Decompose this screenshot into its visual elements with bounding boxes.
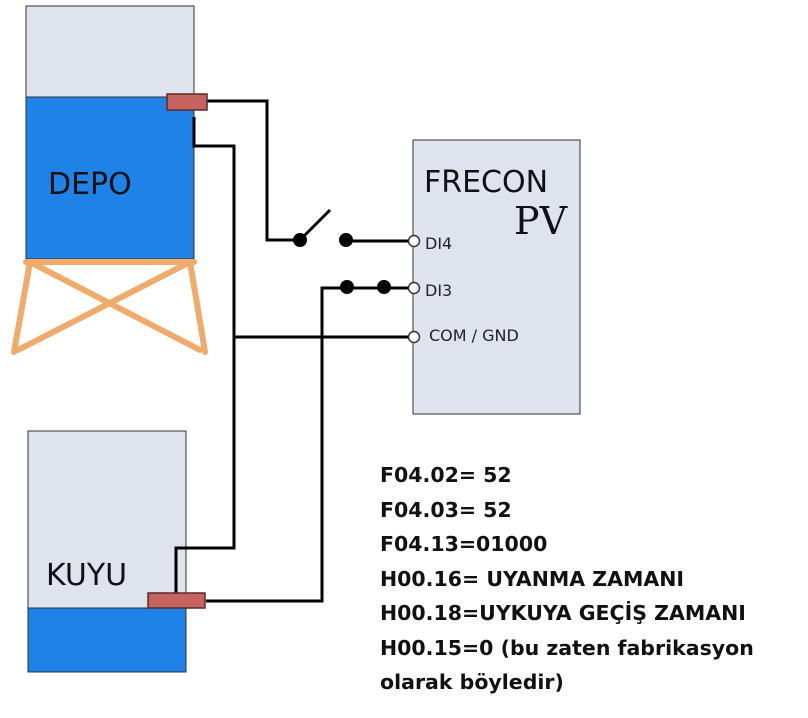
- param-line: F04.13=01000: [380, 532, 548, 556]
- drive-body: [412, 139, 581, 415]
- terminal-circles: [407, 234, 421, 344]
- kuyu-tank: KUYU: [27, 430, 187, 673]
- terminal-di3-circle: [407, 281, 421, 295]
- contacts: [293, 233, 391, 294]
- param-line: H00.18=UYKUYA GEÇİŞ ZAMANI: [380, 601, 746, 625]
- kuyu-tank-empty-section: [27, 430, 187, 609]
- terminal-di3-label: DI3: [425, 281, 452, 300]
- terminal-di4-label: DI4: [425, 234, 452, 253]
- wire-depo-top-to-switch: [206, 99, 300, 242]
- wires: [174, 99, 410, 603]
- wire-depo-to-com: [174, 117, 236, 598]
- switch-lever: [298, 208, 332, 242]
- kuyu-tank-water: [27, 607, 187, 673]
- parameter-list: F04.02= 52 F04.03= 52 F04.13=01000 H00.1…: [380, 458, 806, 700]
- param-line: olarak böyledir): [380, 670, 564, 694]
- kuyu-label: KUYU: [46, 558, 127, 593]
- switch-contact-right: [339, 233, 353, 247]
- di3-contact-left: [340, 280, 354, 294]
- depo-tank-water: [25, 96, 195, 260]
- terminal-di4-circle: [407, 234, 421, 248]
- kuyu-level-sensor: [147, 592, 206, 609]
- frecon-drive: FRECON PV DI4 DI3 COM / GND: [412, 139, 581, 415]
- depo-tank: DEPO: [25, 5, 195, 260]
- wire-kuyu-to-di3: [206, 286, 410, 603]
- param-line: F04.03= 52: [380, 497, 512, 522]
- di3-contact-right: [377, 280, 391, 294]
- switch-contact-left: [293, 233, 307, 247]
- drive-model: PV: [514, 199, 568, 243]
- param-line: H00.15=0 (bu zaten fabrikasyon: [380, 635, 754, 660]
- depo-tank-empty-section: [25, 5, 195, 98]
- terminal-com-gnd-label: COM / GND: [429, 326, 519, 345]
- terminal-com-circle: [407, 330, 421, 344]
- drive-brand: FRECON: [424, 165, 548, 200]
- depo-label: DEPO: [48, 167, 132, 202]
- depo-stand: [11, 259, 208, 355]
- param-line: F04.02= 52: [380, 463, 512, 487]
- param-line: H00.16= UYANMA ZAMANI: [380, 566, 685, 591]
- depo-level-sensor: [166, 93, 208, 111]
